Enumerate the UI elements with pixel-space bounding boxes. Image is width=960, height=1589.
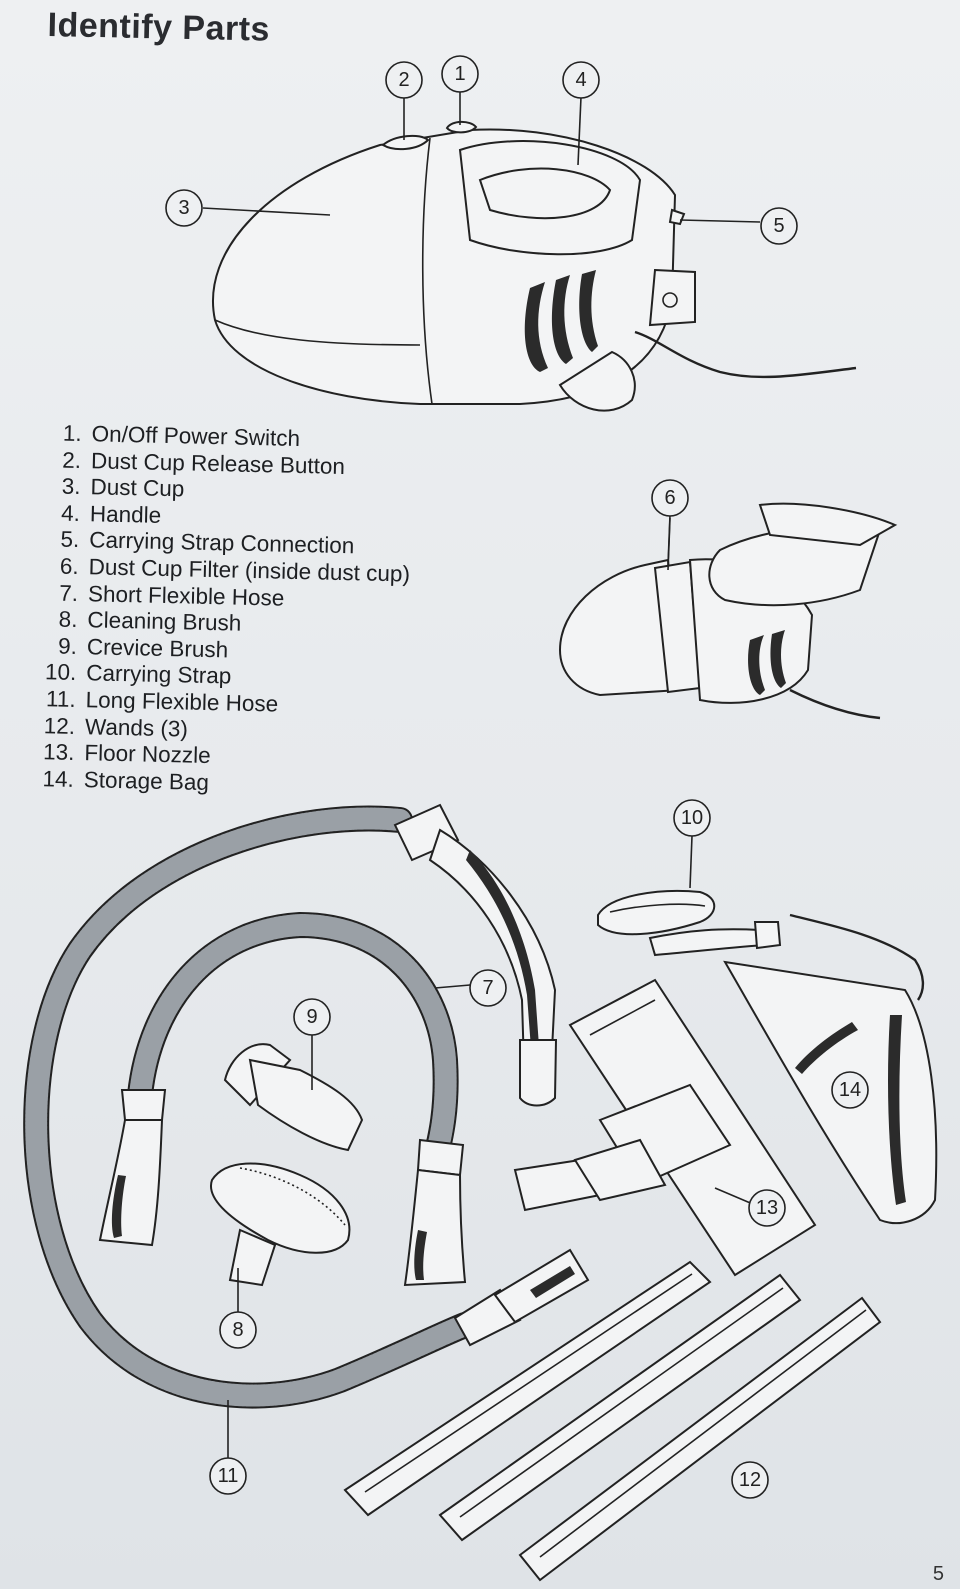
leader-lines [202,92,761,1458]
svg-text:12: 12 [739,1469,761,1491]
storage-bag-illustration [723,913,938,1225]
filter-detail-illustration [558,502,898,720]
callout-11: 11 [209,1457,247,1495]
svg-text:13: 13 [756,1197,778,1219]
page-number: 5 [932,1563,944,1585]
callout-13: 13 [748,1189,786,1227]
svg-text:4: 4 [575,69,586,91]
callout-3: 3 [165,189,203,227]
callout-5: 5 [760,207,798,245]
callout-1: 1 [441,55,479,93]
svg-text:5: 5 [773,215,784,237]
callout-10: 10 [673,799,711,837]
svg-text:6: 6 [664,487,675,509]
svg-text:3: 3 [178,197,189,219]
callout-14: 14 [831,1071,869,1109]
callout-9: 9 [293,998,331,1036]
svg-text:2: 2 [398,69,409,91]
svg-text:11: 11 [218,1465,239,1487]
svg-text:7: 7 [482,977,493,999]
callout-12: 12 [731,1461,769,1499]
callout-8: 8 [219,1311,257,1349]
callout-2: 2 [385,61,423,99]
cleaning-brush-illustration [209,1162,351,1287]
callout-4: 4 [562,61,600,99]
callout-7: 7 [469,969,507,1007]
short-hose-illustration [98,911,467,1287]
svg-text:10: 10 [681,807,703,829]
callout-6: 6 [651,479,689,517]
svg-text:9: 9 [306,1006,317,1028]
carrying-strap-illustration [597,889,782,957]
svg-text:14: 14 [839,1079,861,1101]
crevice-brush-illustration [223,1043,364,1152]
long-hose-illustration [23,803,590,1409]
svg-text:8: 8 [232,1319,243,1341]
vacuum-illustration [212,120,857,412]
svg-text:1: 1 [454,63,465,85]
wands-illustration [343,1260,882,1582]
